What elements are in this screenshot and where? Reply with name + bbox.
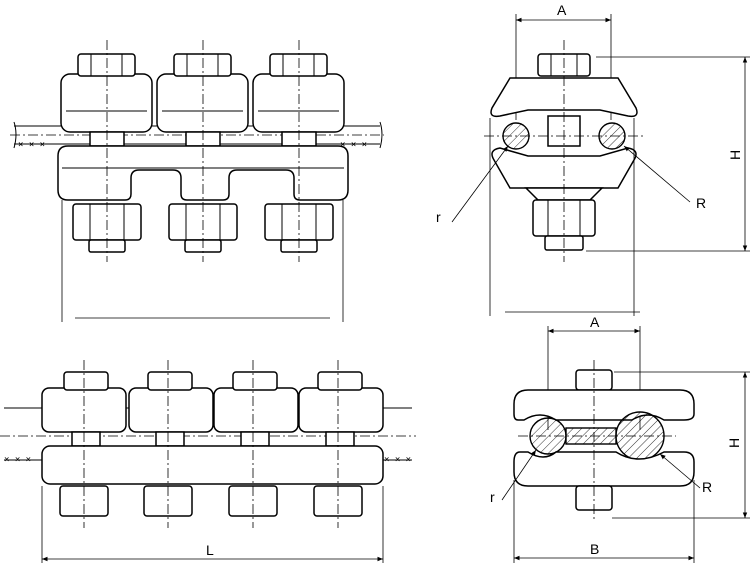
dim-r-small-label-top: r xyxy=(436,209,441,225)
upper-dies-top xyxy=(60,73,345,133)
dim-h-label-top: H xyxy=(727,150,743,160)
dim-a-label-bottom: A xyxy=(590,314,600,330)
dim-r-large-label-top: R xyxy=(696,195,706,211)
four-bolt-clamp-side-view: A H B r R xyxy=(490,314,750,563)
dim-h-label-bottom: H xyxy=(726,438,742,448)
dim-a-label-top: A xyxy=(557,2,567,18)
cable-marks-left: × × × xyxy=(18,140,45,150)
dim-b-label-bottom: B xyxy=(590,541,599,557)
dim-l-label: L xyxy=(206,542,214,558)
dim-r-small-label-bottom: r xyxy=(490,489,495,505)
three-bolt-clamp-front-view: × × × × × × xyxy=(10,40,384,322)
four-bolt-clamp-front-view: × × × × × × L xyxy=(0,360,416,563)
dim-r-large-label-bottom: R xyxy=(702,479,712,495)
top-nuts-top xyxy=(77,53,328,77)
cable-marks-right-bottom: × × × xyxy=(384,455,411,465)
three-bolt-clamp-side-view: A H r R xyxy=(436,2,750,316)
cable-marks-left-bottom: × × × xyxy=(4,455,31,465)
cable-marks-right: × × × xyxy=(340,140,367,150)
